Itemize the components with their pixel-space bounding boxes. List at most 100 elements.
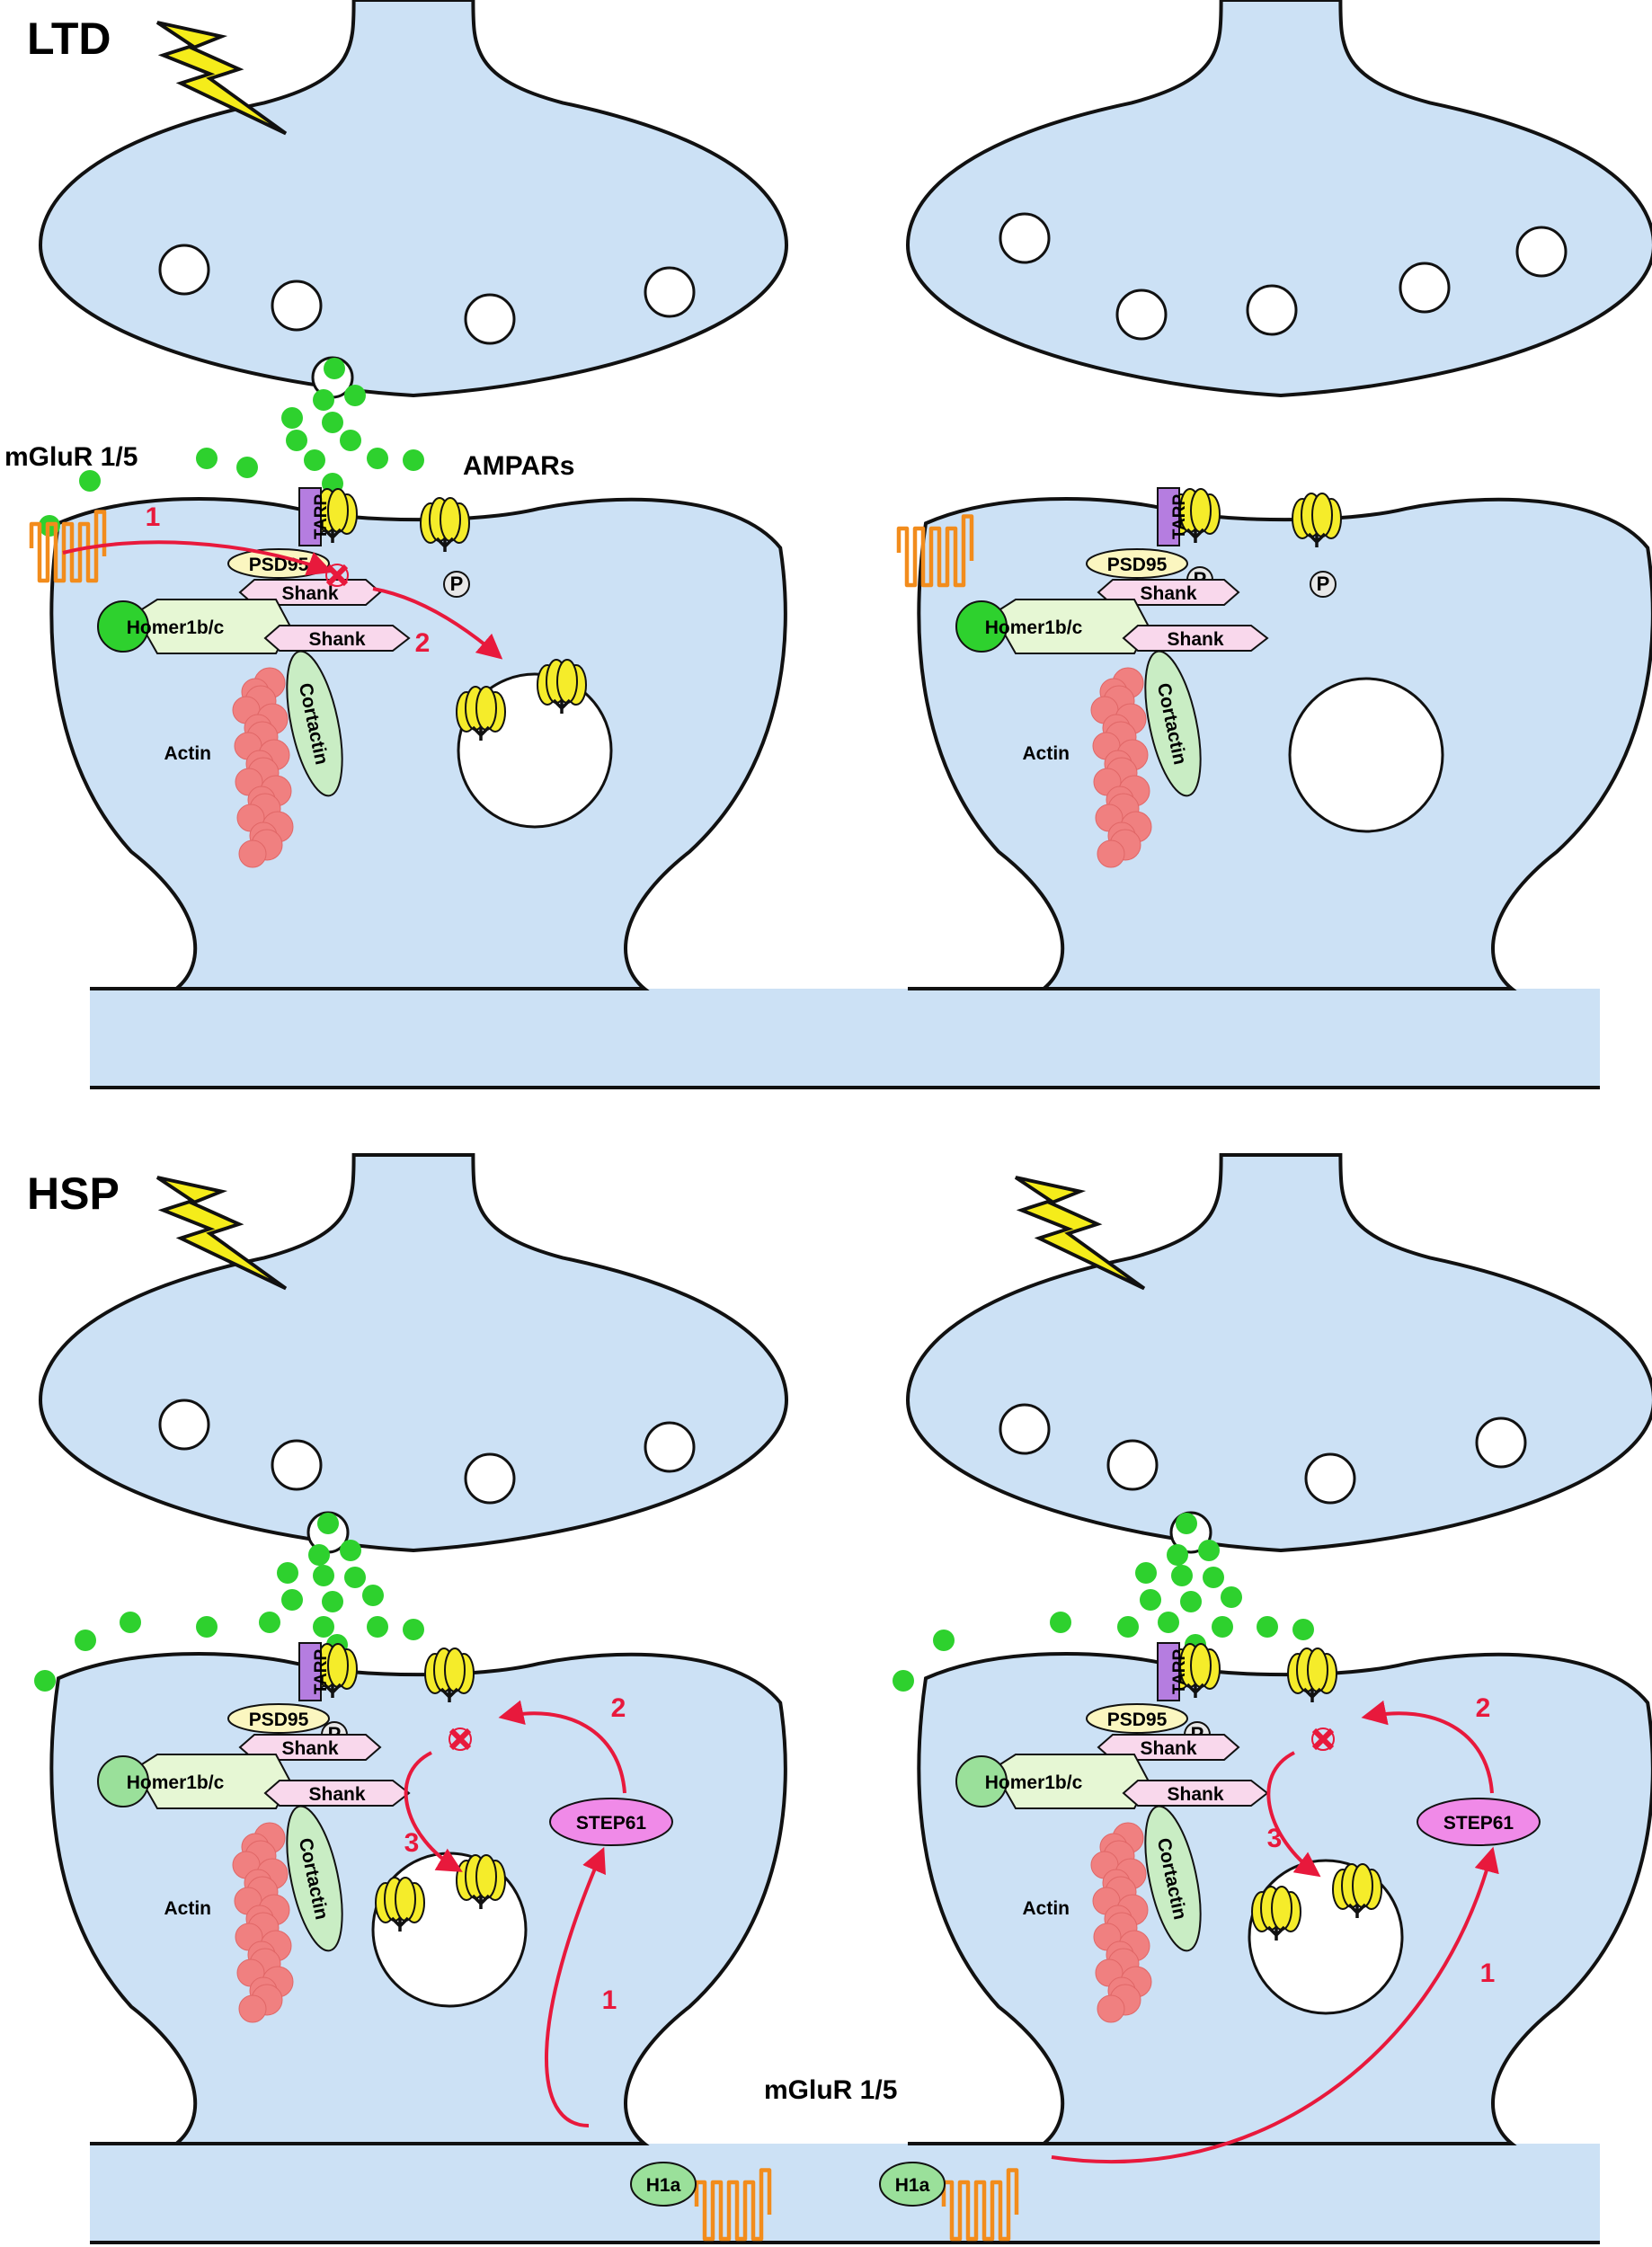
actin-monomer — [238, 839, 267, 868]
tarp-protein — [298, 487, 322, 546]
hsp-left-step-2: 2 — [611, 1693, 626, 1723]
glutamate-molecule — [304, 449, 325, 471]
ltd-step-1-label: 1 — [146, 502, 161, 532]
glutamate-molecule — [281, 1589, 303, 1611]
hsp-scaffold-right: TARPPSD95ShankHomer1b/cShankCortactinAct… — [955, 1642, 1269, 2023]
shank-protein-lower — [263, 1780, 411, 1807]
glutamate-molecule — [344, 1567, 366, 1588]
psd95-label: PSD95 — [249, 1710, 309, 1730]
glutamate-molecule — [281, 407, 303, 429]
actin-label: Actin — [1023, 743, 1070, 764]
synaptic-vesicle — [1399, 262, 1451, 314]
glutamate-molecule — [236, 457, 258, 478]
glutamate-molecule — [933, 1630, 955, 1651]
psd95-protein — [227, 1703, 330, 1734]
glutamate-molecule — [1135, 1562, 1157, 1584]
homer-label: Homer1b/c — [127, 617, 225, 638]
mglur-label-hsp: mGluR 1/5 — [764, 2075, 897, 2105]
synaptic-vesicle — [644, 266, 696, 318]
shank-label-upper: Shank — [281, 583, 338, 604]
actin-filament — [232, 1822, 294, 2023]
synaptic-vesicle — [158, 244, 210, 296]
glutamate-molecule — [259, 1612, 280, 1633]
tarp-label: TARP — [1170, 494, 1189, 540]
glutamate-molecule — [79, 470, 101, 492]
glutamate-molecule — [1257, 1616, 1278, 1638]
glutamate-molecule — [34, 1670, 56, 1692]
glutamate-molecule — [344, 385, 366, 406]
glutamate-molecule — [403, 449, 424, 471]
h1a-left: H1a — [630, 2162, 697, 2207]
tarp-label: TARP — [1170, 1649, 1189, 1695]
glutamate-molecule — [1167, 1544, 1188, 1566]
glutamate-molecule — [367, 1616, 388, 1638]
presynaptic-terminal — [38, 0, 789, 398]
cortactin-protein — [1144, 1805, 1202, 1952]
actin-monomer — [238, 1994, 267, 2023]
synaptic-vesicle — [644, 1421, 696, 1473]
h1a-label: H1a — [895, 2175, 930, 2196]
ltd-step-2-label: 2 — [415, 628, 431, 658]
tarp-label: TARP — [312, 494, 331, 540]
synaptic-vesicle — [464, 293, 516, 345]
glutamate-molecule — [403, 1619, 424, 1640]
glutamate-molecule — [196, 448, 218, 469]
h1a-protein — [630, 2162, 697, 2207]
step61-left: STEP61 — [549, 1798, 673, 1846]
synaptic-vesicle — [1106, 1439, 1159, 1491]
glutamate-molecule — [362, 1585, 384, 1606]
glutamate-molecule — [367, 448, 388, 469]
actin-label: Actin — [164, 743, 212, 764]
hsp-presyn-right — [905, 1153, 1652, 1553]
glutamate-molecule — [308, 1544, 330, 1566]
hsp-right-arrow-2 — [1361, 1700, 1494, 1794]
step61-label: STEP61 — [576, 1813, 647, 1834]
actin-label: Actin — [1023, 1898, 1070, 1919]
glutamate-molecule — [1198, 1540, 1220, 1561]
glutamate-molecule — [340, 1540, 361, 1561]
glutamate-molecule — [313, 389, 334, 411]
glutamate-molecule — [277, 1562, 298, 1584]
phosphate-circle — [443, 571, 470, 598]
actin-filament — [1090, 667, 1152, 868]
h1a-protein — [879, 2162, 946, 2207]
hsp-left-arrow-1 — [545, 1846, 606, 2127]
hsp-right-arrow-1 — [1051, 1846, 1499, 2163]
ltd-scaffold-right: TARPPSD95ShankHomer1b/cShankCortactinAct… — [955, 487, 1269, 868]
synaptic-vesicle — [1475, 1417, 1527, 1469]
presynaptic-terminal — [905, 0, 1652, 398]
step61-label: STEP61 — [1443, 1813, 1514, 1834]
synaptic-vesicle — [271, 280, 323, 332]
homer-evh-domain — [97, 600, 149, 653]
glutamate-molecule — [1176, 1513, 1197, 1534]
shank-label-lower: Shank — [308, 629, 365, 650]
dendritic-shaft — [90, 989, 1600, 1088]
lightning-bolt-icon — [155, 1176, 288, 1291]
ltd-presyn-left — [38, 0, 789, 398]
glutamate-molecule — [317, 1513, 339, 1534]
homer-label: Homer1b/c — [985, 1772, 1083, 1793]
ltd-arrow-2 — [372, 587, 503, 660]
homer-label: Homer1b/c — [985, 617, 1083, 638]
glutamate-molecule — [1180, 1591, 1202, 1612]
glutamate-molecule — [1140, 1589, 1161, 1611]
synaptic-vesicle — [271, 1439, 323, 1491]
actin-monomer — [1097, 1994, 1125, 2023]
shank-label-upper: Shank — [281, 1738, 338, 1759]
cortactin-protein — [286, 650, 343, 797]
cortactin-protein — [286, 1805, 343, 1952]
hsp-panel-title: HSP — [27, 1168, 120, 1219]
lightning-bolt-icon — [155, 21, 288, 136]
dendritic-shaft — [90, 2144, 1600, 2243]
hsp-scaffold-left: TARPPSD95ShankHomer1b/cShankCortactinAct… — [97, 1642, 411, 2023]
actin-label: Actin — [164, 1898, 212, 1919]
psd95-label: PSD95 — [1107, 1710, 1168, 1730]
hsp-left-arrow-3 — [404, 1751, 463, 1872]
glutamate-molecule — [1221, 1586, 1242, 1608]
glutamate-molecule — [1117, 1616, 1139, 1638]
shank-protein-lower — [1122, 625, 1269, 652]
shank-label-lower: Shank — [308, 1784, 365, 1805]
psd95-label: PSD95 — [1107, 555, 1168, 575]
glutamate-molecule — [340, 430, 361, 451]
